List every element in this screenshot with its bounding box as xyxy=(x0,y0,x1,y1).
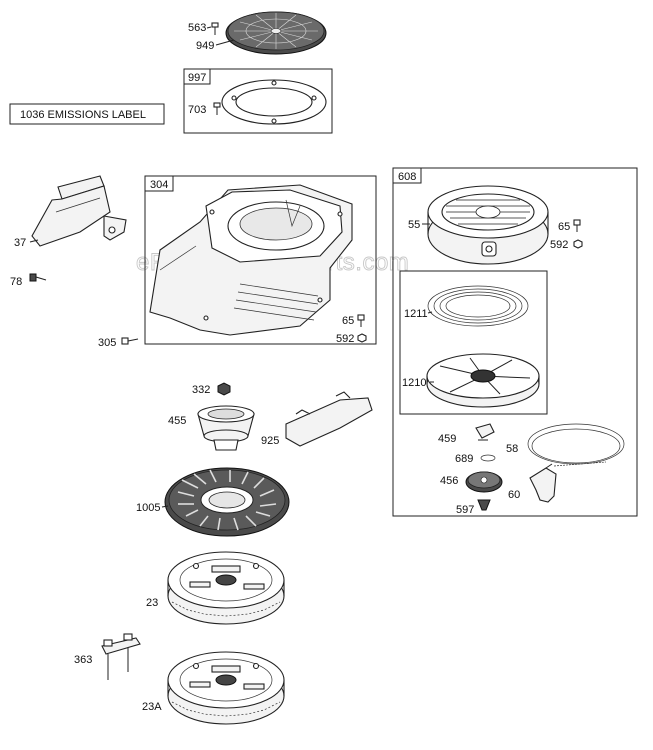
part-592-nut-b xyxy=(573,239,583,249)
group-608-label: 608 xyxy=(398,171,416,183)
label-459: 459 xyxy=(438,433,456,445)
label-1005: 1005 xyxy=(136,502,160,514)
label-1210: 1210 xyxy=(402,377,426,389)
label-597: 597 xyxy=(456,504,474,516)
part-597-screw xyxy=(477,499,491,511)
part-305-bolt xyxy=(121,337,139,345)
label-703: 703 xyxy=(188,104,206,116)
part-1005-fan xyxy=(164,467,290,537)
group-997-label: 997 xyxy=(188,72,206,84)
part-60-handle xyxy=(529,463,557,503)
part-459-pawl xyxy=(475,423,495,441)
part-563-screw xyxy=(211,22,219,35)
label-925: 925 xyxy=(261,435,279,447)
part-65-screw-a xyxy=(357,314,365,327)
label-65-a: 65 xyxy=(342,315,354,327)
part-997-ring xyxy=(221,79,327,125)
part-37-baffle xyxy=(31,175,127,247)
part-455-cup xyxy=(197,405,255,451)
label-78: 78 xyxy=(10,276,22,288)
emissions-label-box: 1036 EMISSIONS LABEL xyxy=(9,103,165,125)
label-58: 58 xyxy=(506,443,518,455)
part-23-flywheel xyxy=(167,551,285,625)
part-703-screw xyxy=(213,102,221,115)
label-332: 332 xyxy=(192,384,210,396)
label-60: 60 xyxy=(508,489,520,501)
group-997-box: 997 xyxy=(183,68,333,134)
part-689-spring-clip xyxy=(480,454,496,462)
label-23: 23 xyxy=(146,597,158,609)
label-1211: 1211 xyxy=(404,308,428,320)
group-304-box: 304 xyxy=(144,175,377,345)
label-563: 563 xyxy=(188,22,206,34)
label-456: 456 xyxy=(440,475,458,487)
part-65-screw-b xyxy=(573,219,581,232)
part-1210-pulley xyxy=(426,353,540,408)
label-592-b: 592 xyxy=(550,239,568,251)
group-608-box: 608 xyxy=(392,167,638,517)
label-689: 689 xyxy=(455,453,473,465)
label-592-a: 592 xyxy=(336,333,354,345)
part-78-bolt xyxy=(29,273,47,282)
group-304-label: 304 xyxy=(150,179,168,191)
label-363: 363 xyxy=(74,654,92,666)
part-1211-spring xyxy=(427,285,529,327)
label-949: 949 xyxy=(196,40,214,52)
part-304-blower-housing xyxy=(149,184,353,336)
label-55: 55 xyxy=(408,219,420,231)
part-925-guard xyxy=(285,391,373,447)
label-23A: 23A xyxy=(142,701,162,713)
part-55-starter-housing xyxy=(427,185,549,265)
part-332-nut xyxy=(217,382,231,396)
emissions-label-text: 1036 EMISSIONS LABEL xyxy=(20,109,146,121)
label-37: 37 xyxy=(14,237,26,249)
label-65-b: 65 xyxy=(558,221,570,233)
part-58-rope xyxy=(527,423,625,467)
part-363-bracket xyxy=(101,633,141,680)
part-949-screen xyxy=(225,11,327,55)
part-592-nut-a xyxy=(357,333,367,343)
label-305: 305 xyxy=(98,337,116,349)
part-456-retainer xyxy=(465,471,503,493)
part-23A-flywheel xyxy=(167,651,285,725)
label-455: 455 xyxy=(168,415,186,427)
